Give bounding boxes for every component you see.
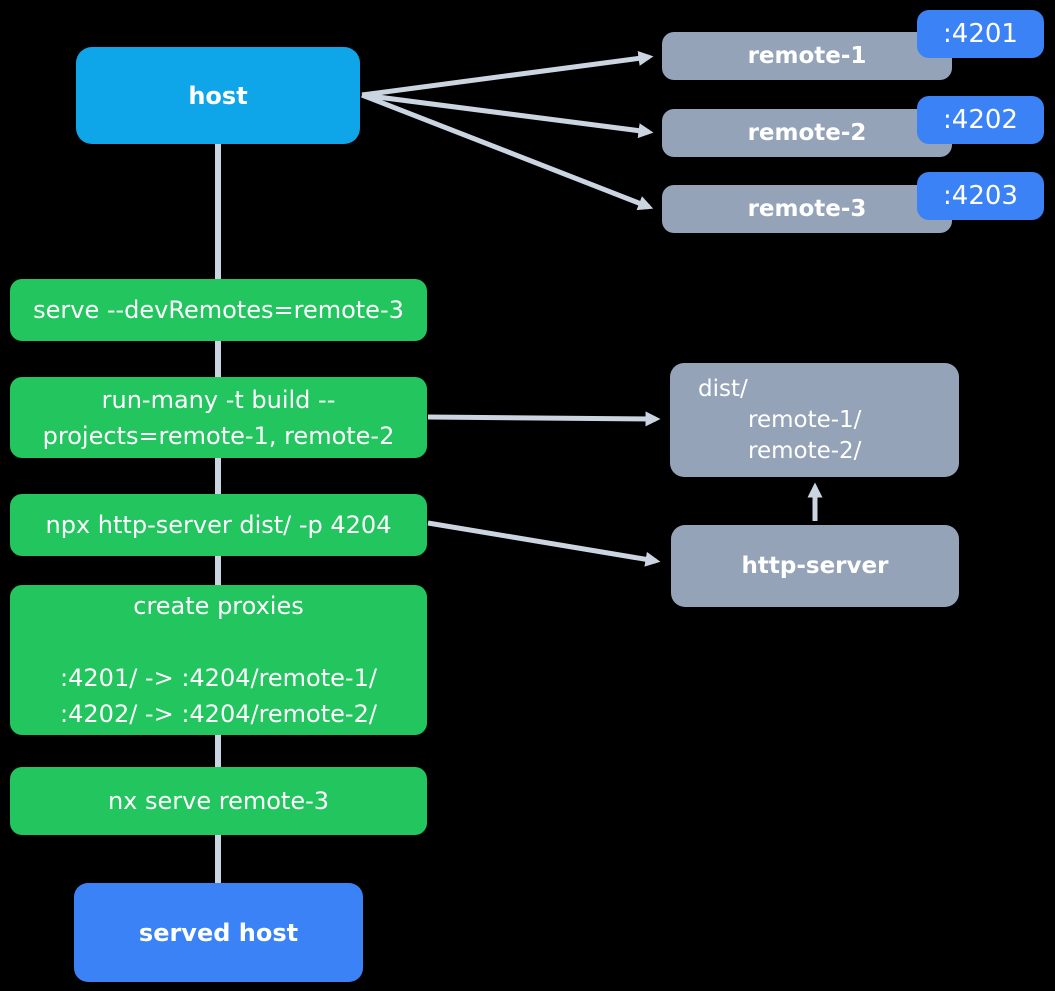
step-serve-dev-remotes-label: serve --devRemotes=remote-3 [33,296,404,324]
step-nx-serve-remote-3: nx serve remote-3 [10,767,427,835]
port-badge-4201: :4201 [917,10,1044,58]
served-host-node: served host [74,883,363,982]
dist-folder-title: dist/ [698,376,748,402]
port-badge-4202: :4202 [917,96,1044,144]
step-create-proxies-title: create proxies [133,592,304,620]
remote-3-node: remote-3 [662,185,952,233]
step-nx-serve-remote-3-label: nx serve remote-3 [107,787,330,815]
http-server-label: http-server [741,553,889,579]
host-label: host [188,81,248,110]
step-run-many-build-line-2: projects=remote-1, remote-2 [42,421,395,450]
step-create-proxies: create proxies :4201/ -> :4204/remote-1/… [10,585,427,735]
step-npx-http-server: npx http-server dist/ -p 4204 [10,494,427,556]
port-4203-label: :4203 [943,181,1018,211]
remote-3-label: remote-3 [747,196,867,222]
served-host-label: served host [138,918,299,947]
step-serve-dev-remotes: serve --devRemotes=remote-3 [10,279,427,341]
remote-2-label: remote-2 [747,120,867,146]
port-4201-label: :4201 [943,19,1018,49]
step-create-proxies-rule-1: :4201/ -> :4204/remote-1/ [60,664,377,692]
dist-entry-remote-2: remote-2/ [748,438,862,464]
http-server-node: http-server [671,525,959,607]
port-4202-label: :4202 [943,105,1018,135]
host-node: host [76,47,360,144]
remote-2-node: remote-2 [662,109,952,157]
edge-host-remote-2 [361,92,654,139]
remote-1-label: remote-1 [747,43,867,69]
port-badge-4203: :4203 [917,172,1044,220]
dist-folder-node: dist/ remote-1/ remote-2/ [670,363,959,477]
edge-npx-http-server [427,520,661,567]
step-create-proxies-rule-2: :4202/ -> :4204/remote-2/ [60,700,377,728]
step-run-many-build: run-many -t build -- projects=remote-1, … [10,377,427,458]
step-npx-http-server-label: npx http-server dist/ -p 4204 [45,511,392,539]
step-run-many-build-line-1: run-many -t build -- [101,385,336,414]
edge-host-remote-3 [361,92,654,211]
dist-entry-remote-1: remote-1/ [748,407,862,433]
edge-run-many-dist [427,411,661,427]
edge-host-remote-1 [361,50,654,98]
remote-1-node: remote-1 [662,32,952,80]
